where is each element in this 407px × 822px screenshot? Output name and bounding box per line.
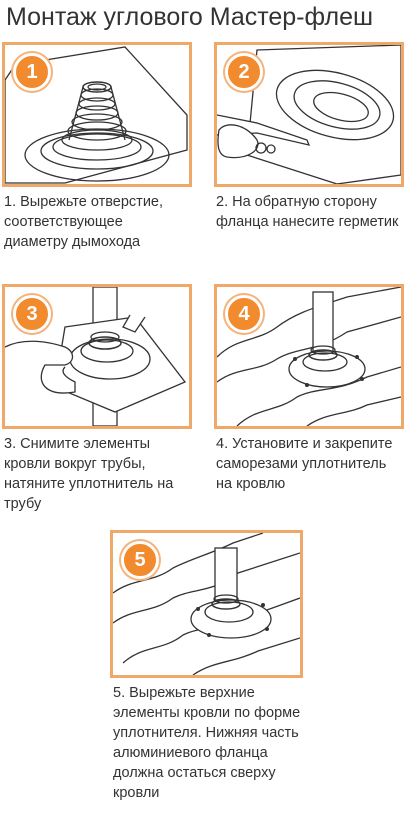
roof-trim-drawing [113,533,300,675]
step-2-caption: 2. На обратную сторону фланца нанесите г… [216,194,399,230]
step-1-illustration: 1 [2,42,192,187]
sealant-gun-drawing [217,45,401,184]
step-4-badge: 4 [225,295,263,333]
roof-fixing-drawing [217,287,401,426]
step-1-caption: 1. Вырежьте отверстие, соответствующее д… [4,194,164,250]
step-4-caption: 4. Установите и закрепите саморезами упл… [216,436,393,492]
pipe-seal-drawing [5,287,187,426]
step-5-illustration: 5 [110,530,303,678]
step-5-badge: 5 [121,541,159,579]
step-4-illustration: 4 [214,284,404,429]
page-title: Монтаж углового Мастер-флеш [6,3,374,31]
flashing-cone-drawing [5,46,188,184]
step-3-caption: 3. Снимите элементы кровли вокруг трубы,… [4,436,174,512]
step-2-badge: 2 [225,53,263,91]
step-3-illustration: 3 [2,284,192,429]
step-5-caption: 5. Вырежьте верхние элементы кровли по ф… [113,685,301,801]
step-1-badge: 1 [13,53,51,91]
step-3-badge: 3 [13,295,51,333]
step-2-illustration: 2 [214,42,404,187]
